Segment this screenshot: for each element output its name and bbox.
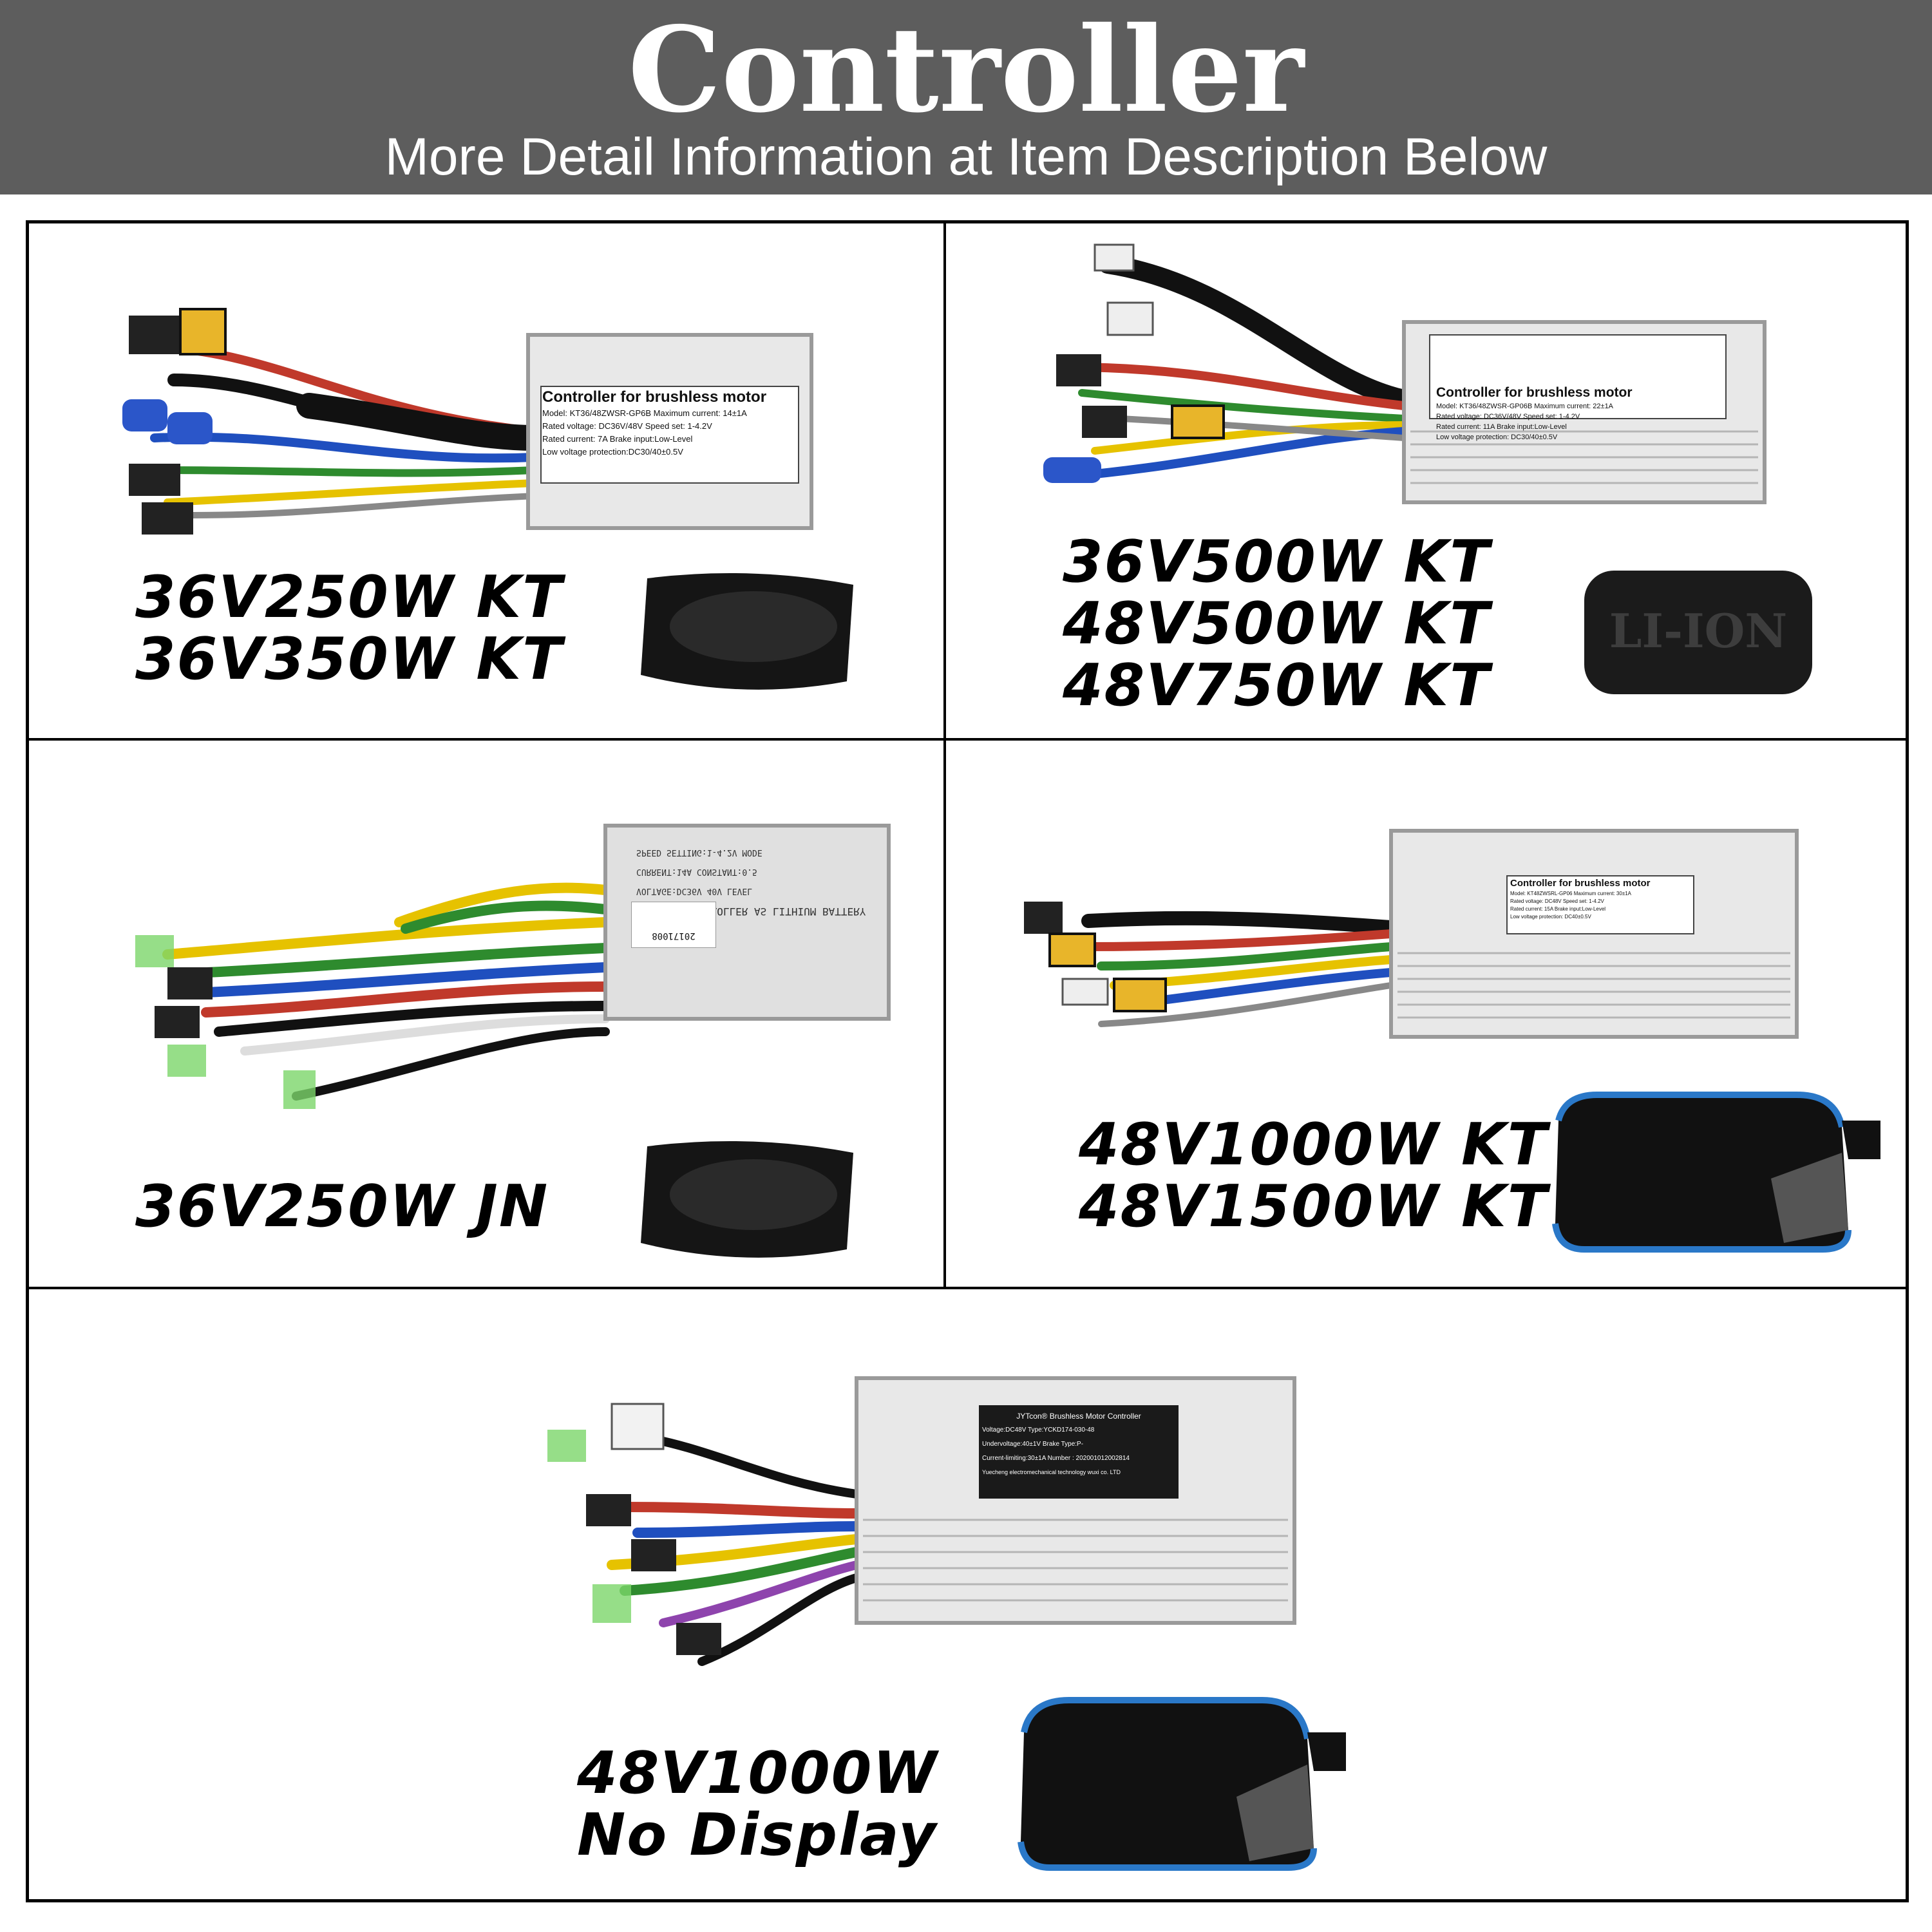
product-grid <box>26 220 1909 1902</box>
nameplate-row: Undervoltage:40±1V Brake Type:P- <box>982 1441 1084 1448</box>
controller-image <box>122 308 813 535</box>
product-label: 48V1000W No Display <box>577 1743 938 1866</box>
product-label-line: 48V1000W <box>577 1739 938 1807</box>
product-label-line: No Display <box>577 1801 938 1869</box>
product-label-line: 36V350W KT <box>135 625 564 693</box>
product-label: 36V250W JN <box>135 1176 549 1238</box>
nameplate-row: Rated current: 11A Brake input:Low-Level <box>1436 423 1567 431</box>
banner-header: Controller More Detail Information at It… <box>0 0 1932 194</box>
bag-icon <box>1018 1697 1346 1871</box>
bag-icon <box>1552 1092 1880 1253</box>
nameplate-row: Rated current: 15A Brake input:Low-Level <box>1510 906 1606 912</box>
controller-nameplate: Controller for brushless motor Model: KT… <box>1510 877 1693 921</box>
nameplate-row: Low voltage protection: DC40±0.5V <box>1510 914 1591 920</box>
nameplate-row: Rated voltage: DC36V/48V Speed set: 1-4.… <box>1436 413 1580 421</box>
product-label-line: 36V500W KT <box>1063 528 1491 596</box>
nameplate-row: Yuecheng electromechanical technology wu… <box>982 1469 1121 1475</box>
serial-sticker: 20171008 <box>631 902 716 948</box>
nameplate-row: Low voltage protection: DC30/40±0.5V <box>1436 433 1558 441</box>
nameplate-row: Model: KT36/48ZWSR-GP06B Maximum current… <box>1436 402 1614 410</box>
product-label-line: 48V750W KT <box>1063 652 1491 719</box>
nameplate-title: JYTcon® Brushless Motor Controller <box>1016 1412 1141 1421</box>
nameplate-row: Rated voltage: DC48V Speed set: 1-4.2V <box>1510 898 1604 904</box>
product-label: 36V250W KT 36V350W KT <box>135 567 564 690</box>
product-label-line: 48V1000W KT <box>1079 1111 1549 1179</box>
nameplate-row: Current-limiting:30±1A Number : 20200101… <box>982 1455 1130 1462</box>
page-subtitle: More Detail Information at Item Descript… <box>384 128 1548 186</box>
controller-image <box>547 1376 1296 1666</box>
controller-image <box>1024 829 1799 1039</box>
nameplate-row: Low voltage protection:DC30/40±0.5V <box>542 447 683 457</box>
controller-nameplate: JYTcon® Brushless Motor Controller Volta… <box>982 1409 1175 1479</box>
nameplate-row: VOLTAGE:DC36V 40V LEVEL <box>636 886 753 896</box>
nameplate-row: Rated current: 7A Brake input:Low-Level <box>542 434 693 444</box>
grid-divider-horizontal-2 <box>26 1287 1909 1289</box>
nameplate-row: SPEED SETTING:1-4.2V MODE <box>636 848 762 857</box>
battery-case-icon: LI-ION <box>1584 571 1812 694</box>
grid-divider-horizontal-1 <box>26 738 1909 741</box>
product-label: 48V1000W KT 48V1500W KT <box>1079 1114 1548 1238</box>
nameplate-title: Controller for brushless motor <box>1436 385 1633 400</box>
product-label-line: 36V250W KT <box>135 564 564 631</box>
product-label-line: 36V250W JN <box>135 1173 549 1240</box>
nameplate-row: Model: KT36/48ZWSR-GP6B Maximum current:… <box>542 408 747 418</box>
controller-nameplate: Controller for brushless motor Model: KT… <box>1436 384 1723 442</box>
battery-case-text: LI-ION <box>1609 603 1788 658</box>
serial-sticker-text: 20171008 <box>652 931 696 941</box>
product-label: 36V500W KT 48V500W KT 48V750W KT <box>1063 531 1491 717</box>
nameplate-title: Controller for brushless motor <box>542 388 767 406</box>
display-icon <box>641 1141 853 1258</box>
controller-image <box>1043 243 1766 504</box>
product-label-line: 48V1500W KT <box>1079 1173 1549 1240</box>
controller-nameplate: Controller for brushless motor Model: KT… <box>542 388 797 459</box>
nameplate-row: Voltage:DC48V Type:YCKD174-030-48 <box>982 1426 1095 1434</box>
display-icon <box>641 573 853 690</box>
nameplate-title: Controller for brushless motor <box>1510 878 1651 889</box>
product-label-line: 48V500W KT <box>1063 590 1491 658</box>
nameplate-row: Rated voltage: DC36V/48V Speed set: 1-4.… <box>542 421 712 431</box>
nameplate-row: Model: KT48ZWSRL-GP06 Maximum current: 3… <box>1510 891 1632 896</box>
nameplate-row: CURRENT:14A CONSTANT:0.5 <box>636 867 757 876</box>
page-title: Controller <box>628 1 1304 138</box>
grid-divider-vertical-top <box>943 220 946 1288</box>
